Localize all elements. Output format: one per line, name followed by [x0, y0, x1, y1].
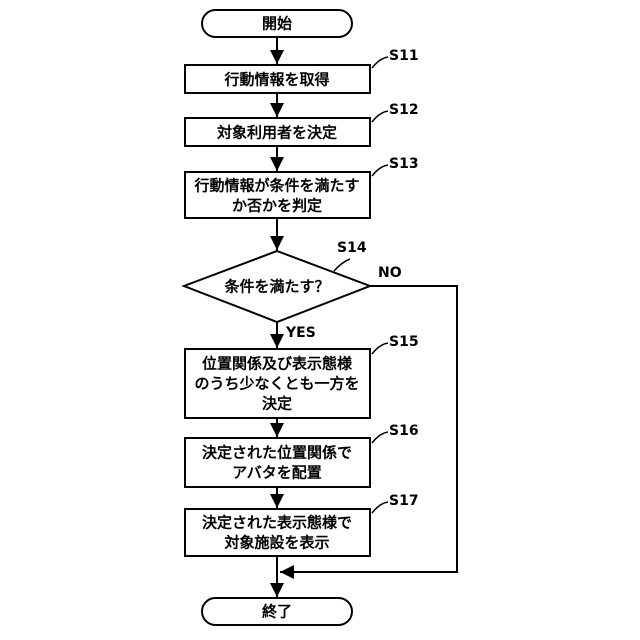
s17-text-line2: 対象施設を表示 [223, 534, 329, 552]
no-branch-label: NO [378, 265, 402, 281]
s17-text-line1: 決定された表示態様で [202, 514, 352, 532]
s13-text-line1: 行動情報が条件を満たす [193, 177, 359, 195]
s17-leader [372, 502, 388, 513]
yes-branch-label: YES [285, 325, 316, 341]
s11-step-label: S11 [389, 48, 419, 64]
s14-step-label: S14 [337, 240, 367, 256]
start-label: 開始 [262, 15, 292, 33]
s11-text: 行動情報を取得 [223, 71, 329, 89]
s17-step-label: S17 [389, 493, 419, 509]
s13-step-label: S13 [389, 156, 419, 172]
s14-text: 条件を満たす？ [223, 278, 329, 296]
s14-leader [334, 259, 350, 271]
s15-text-line2: のうち少なくとも一方を [194, 375, 359, 393]
end-label: 終了 [262, 603, 292, 621]
s15-text-line3: 決定 [262, 395, 292, 413]
s12-leader [372, 111, 388, 122]
s16-text-line2: アバタを配置 [232, 464, 321, 482]
s16-leader [372, 432, 388, 443]
s12-text: 対象利用者を決定 [216, 124, 337, 142]
s15-text-line1: 位置関係及び表示態様 [202, 355, 353, 373]
s16-step-label: S16 [389, 423, 419, 439]
s15-leader [372, 343, 388, 354]
s15-step-label: S15 [389, 334, 419, 350]
s13-leader [372, 165, 388, 176]
s13-text-line2: か否かを判定 [232, 197, 322, 215]
s12-step-label: S12 [389, 102, 419, 118]
s11-leader [372, 57, 388, 68]
s16-text-line1: 決定された位置関係で [202, 444, 352, 462]
